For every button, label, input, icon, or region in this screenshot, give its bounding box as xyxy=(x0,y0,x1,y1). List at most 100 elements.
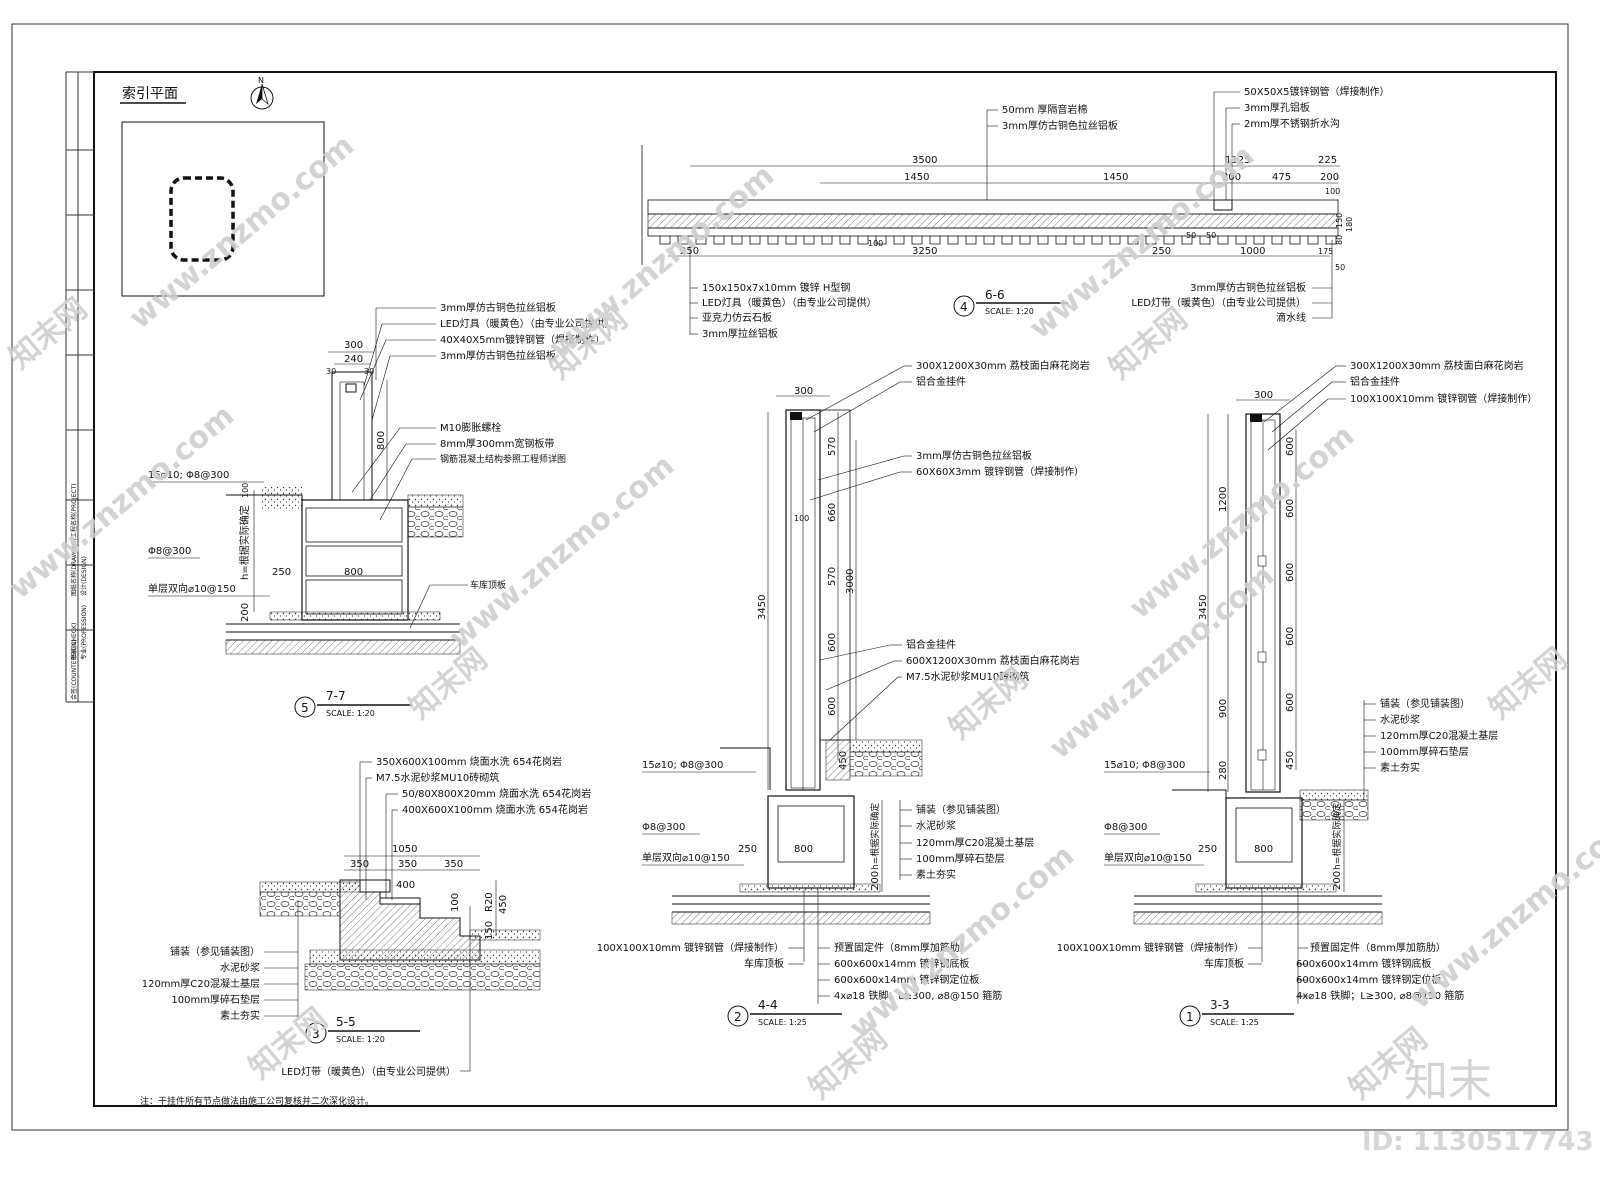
watermark-site: www.znzmo.com xyxy=(1403,808,1600,1016)
s44-label: 600x600x14mm 镀锌钢底板 xyxy=(834,957,969,970)
s33-dim: 200 xyxy=(1332,871,1343,890)
s55-number: 3 xyxy=(312,1027,320,1041)
s33-label: 100mm厚碎石垫层 xyxy=(1380,745,1469,758)
s77-label: 3mm厚仿古铜色拉丝铝板 xyxy=(440,301,556,314)
s55-label: 350X600X100mm 烧面水洗 654花岗岩 xyxy=(376,755,562,768)
s44-dim: 570 xyxy=(827,567,838,586)
s33-dim: 600 xyxy=(1285,627,1296,646)
s55-dim: 1050 xyxy=(392,844,417,855)
s44-label: 预置固定件（8mm厚加筋肋） xyxy=(834,941,970,954)
s33-label: Φ8@300 xyxy=(1104,822,1147,833)
s55-dim: 350 xyxy=(398,859,417,870)
s33-label: 300X1200X30mm 荔枝面白麻花岗岩 xyxy=(1350,359,1524,372)
s44-scale: SCALE: 1:25 xyxy=(758,1018,807,1027)
s55-dim: 350 xyxy=(444,859,463,870)
s44-label: 4x⌀18 铁脚；L≥300, ⌀8@150 箍筋 xyxy=(834,989,1002,1002)
s66-dim: 100 xyxy=(868,239,883,248)
s66-number-circle xyxy=(953,295,975,317)
s66-dim: 3500 xyxy=(912,155,937,166)
s33-dim: 300 xyxy=(1254,390,1273,401)
s44-label: 100X100X10mm 镀锌钢管（焊接制作） xyxy=(597,941,784,954)
section-4-4: 300 3450 570 660 570 600 600 3000 100 45… xyxy=(597,359,1090,1027)
s66-dim: 150 xyxy=(1335,213,1344,228)
s44-dim: 800 xyxy=(794,844,813,855)
s44-dim: 450 xyxy=(838,751,849,770)
s77-dim: 800 xyxy=(376,431,387,450)
s55-label: 水泥砂浆 xyxy=(220,961,260,974)
s33-dim: 800 xyxy=(1254,844,1273,855)
s44-dim: 600 xyxy=(827,697,838,716)
watermark-site: www.znzmo.com xyxy=(123,128,361,336)
s44-label: M7.5水泥砂浆MU10砖砌筑 xyxy=(906,670,1029,683)
s44-label: Φ8@300 xyxy=(642,822,685,833)
s77-dim: 200 xyxy=(240,603,251,622)
s66-label: 150x150x7x10mm 镀锌 H型钢 xyxy=(702,281,850,294)
s44-label: 铺装（参见铺装图） xyxy=(916,803,1006,816)
s66-dim: 3250 xyxy=(912,246,937,257)
s44-dim: 250 xyxy=(738,844,757,855)
s44-dim: 100 xyxy=(794,514,809,523)
s77-label: 单层双向⌀10@150 xyxy=(148,582,236,595)
s66-dim: 200 xyxy=(1320,172,1339,183)
s66-dim: 50 xyxy=(1186,231,1196,240)
s44-dim: 660 xyxy=(827,503,838,522)
s55-dim: 100 xyxy=(450,893,461,912)
s55-label: 素土夯实 xyxy=(220,1009,260,1022)
s66-label: 3mm厚仿古铜色拉丝铝板 xyxy=(1002,119,1118,132)
s33-label: 100X100X10mm 镀锌钢管（焊接制作） xyxy=(1057,941,1244,954)
s66-dim: 175 xyxy=(1318,247,1333,256)
s66-number: 4 xyxy=(960,300,968,314)
s66-dim: 250 xyxy=(680,246,699,257)
s44-dim: 3000 xyxy=(845,569,856,594)
s44-number: 2 xyxy=(734,1010,742,1024)
s44-label: 水泥砂浆 xyxy=(916,819,956,832)
section-5-5: 1050 350 350 350 400 100 150 450 R20 350… xyxy=(142,755,592,1078)
s44-label: 120mm厚C20混凝土基层 xyxy=(916,836,1034,849)
watermark-id: ID: 1130517743 xyxy=(1362,1127,1594,1157)
s33-dim: 1200 xyxy=(1218,487,1229,512)
s33-label: 600x600x14mm 镀锌钢底板 xyxy=(1296,957,1431,970)
s44-label: 60X60X3mm 镀锌钢管（焊接制作） xyxy=(916,465,1084,478)
s33-dim: 3450 xyxy=(1198,595,1209,620)
s44-label: 铝合金挂件 xyxy=(906,638,956,651)
s44-dim: 300 xyxy=(794,386,813,397)
s44-dim: 200 xyxy=(870,871,881,890)
s66-label: LED灯带（暖黄色）（由专业公司提供） xyxy=(1131,296,1306,309)
s77-label: 8mm厚300mm宽钢板带 xyxy=(440,437,554,450)
s77-vtext: h=根据实际确定 xyxy=(238,505,251,580)
s55-dim: 400 xyxy=(396,880,415,891)
s33-label: 120mm厚C20混凝土基层 xyxy=(1380,729,1498,742)
s77-label: 车库顶板 xyxy=(470,579,506,591)
s33-dim: 600 xyxy=(1285,437,1296,456)
s77-dim: 240 xyxy=(344,354,363,365)
s33-title: 3-3 xyxy=(1210,998,1230,1012)
s77-scale: SCALE: 1:20 xyxy=(326,709,375,718)
s66-label: 滴水线 xyxy=(1276,311,1306,324)
s33-dim: 600 xyxy=(1285,499,1296,518)
s66-dim: 1000 xyxy=(1240,246,1265,257)
section-6-6: 50mm 厚隔音岩棉 3mm厚仿古铜色拉丝铝板 50X50X5镀锌钢管（焊接制作… xyxy=(641,85,1390,340)
strip-text: 专业(PROFESSION) xyxy=(80,605,88,660)
s66-label: 3mm厚仿古铜色拉丝铝板 xyxy=(1190,281,1306,294)
s55-label: 50/80X800X20mm 烧面水洗 654花岗岩 xyxy=(402,787,591,800)
strip-text: 审核(CHECK) xyxy=(70,623,78,660)
watermark-logo: 知末 xyxy=(1404,1056,1492,1107)
s55-label: 铺装（参见铺装图） xyxy=(170,945,260,958)
s55-dim: 350 xyxy=(350,859,369,870)
s55-scale: SCALE: 1:20 xyxy=(336,1035,385,1044)
s44-dim: 3450 xyxy=(757,595,768,620)
s55-label: 100mm厚碎石垫层 xyxy=(171,993,260,1006)
watermark-brand: 知末网 xyxy=(1103,301,1194,386)
s66-dim: 100 xyxy=(1325,187,1340,196)
s33-label: 水泥砂浆 xyxy=(1380,713,1420,726)
s33-dim: 280 xyxy=(1218,761,1229,780)
s33-label: 100X100X10mm 镀锌钢管（焊接制作） xyxy=(1350,392,1537,405)
s44-label: 铝合金挂件 xyxy=(916,375,966,388)
strip-text: 会签(COUNTERSIGN) xyxy=(70,639,78,700)
s44-label: 15⌀10; Φ8@300 xyxy=(642,760,723,771)
s33-label: 铺装（参见铺装图） xyxy=(1380,697,1470,710)
s44-label: 300X1200X30mm 荔枝面白麻花岗岩 xyxy=(916,359,1090,372)
s33-label: 4x⌀18 铁脚；L≥300, ⌀8@150 箍筋 xyxy=(1296,989,1464,1002)
s77-dim: 300 xyxy=(344,340,363,351)
s66-dim: 1450 xyxy=(904,172,929,183)
